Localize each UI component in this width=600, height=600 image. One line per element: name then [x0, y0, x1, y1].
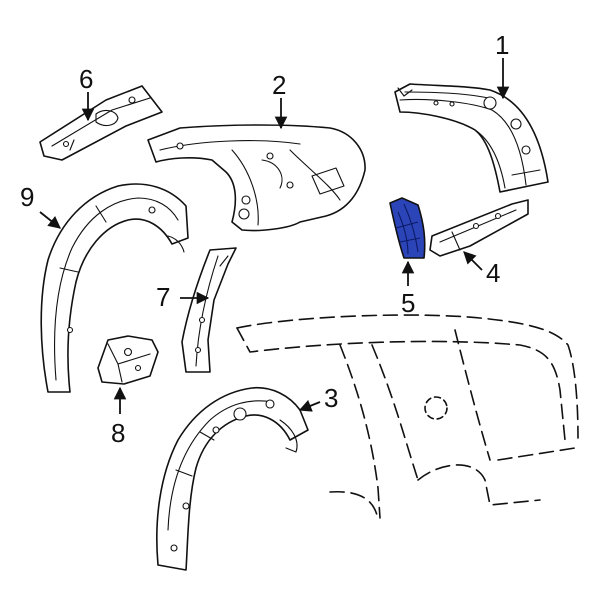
callout-4: 4 — [486, 258, 500, 288]
arrow-9 — [39, 211, 61, 229]
callout-arrows — [39, 58, 510, 414]
part-2-quarter-inner-panel — [147, 124, 366, 232]
part-8-mount — [97, 335, 159, 385]
part-7-pillar — [181, 247, 237, 373]
callout-7: 7 — [156, 282, 170, 312]
part-4-brace — [429, 199, 529, 257]
part-6-bracket — [39, 85, 163, 161]
arrow-3 — [298, 399, 321, 412]
quarter-panel-outline — [236, 314, 579, 521]
arrow-4 — [463, 251, 483, 271]
callout-5: 5 — [401, 288, 415, 318]
callout-2: 2 — [272, 70, 286, 100]
callout-9: 9 — [20, 182, 34, 212]
callout-6: 6 — [79, 64, 93, 94]
part-1-inner-quarter-frame — [394, 83, 549, 193]
part-5-reinforcement-highlighted — [389, 197, 426, 259]
callout-8: 8 — [111, 418, 125, 448]
part-9-wheelhouse-inner — [40, 183, 189, 393]
part-3-wheelhouse-outer — [156, 386, 309, 571]
callout-labels: 1 2 3 4 5 6 7 8 9 — [20, 30, 509, 448]
callout-3: 3 — [324, 383, 338, 413]
callout-1: 1 — [495, 30, 509, 60]
